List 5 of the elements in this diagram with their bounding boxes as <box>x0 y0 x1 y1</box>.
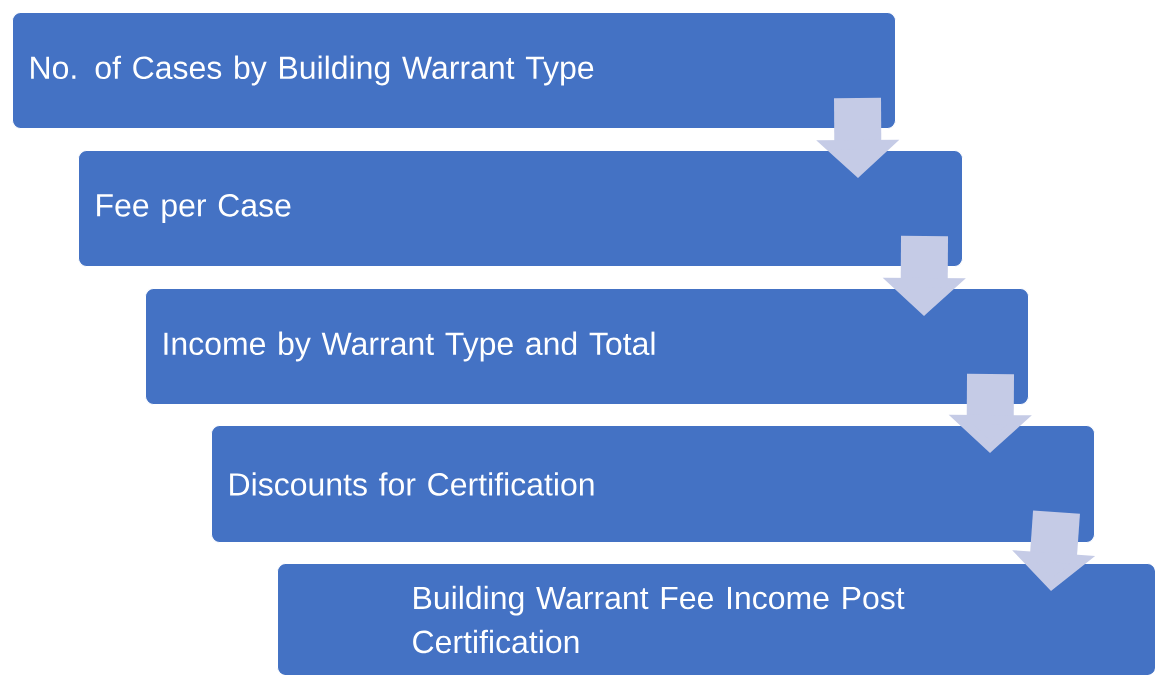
process-box: Fee per Case <box>78 150 963 267</box>
process-box: Building Warrant Fee Income Post Certification <box>277 563 1155 675</box>
process-box: Income by Warrant Type and Total <box>145 288 1029 405</box>
process-box: Discounts for Certification <box>211 425 1095 543</box>
process-box: No. of Cases by Building Warrant Type <box>12 12 896 129</box>
